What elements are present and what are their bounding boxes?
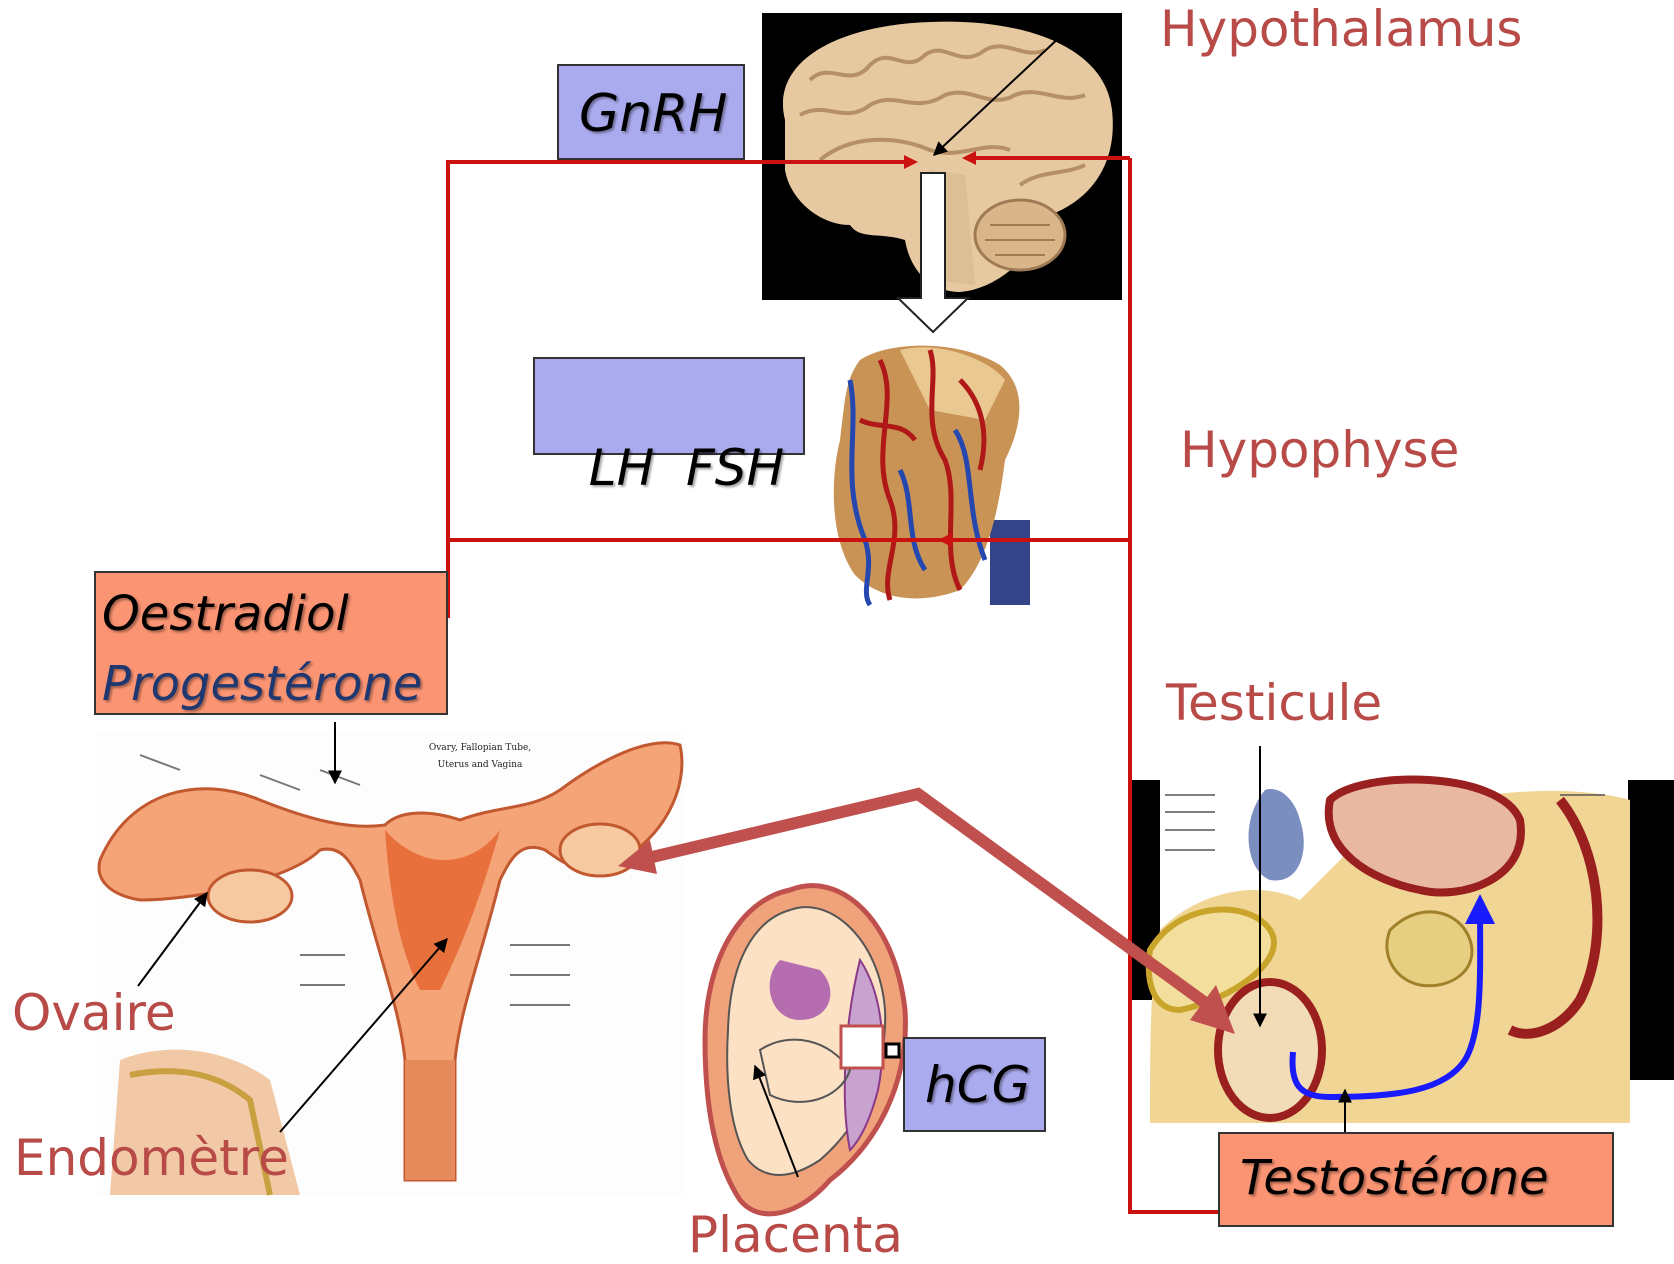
pituitary-gland-icon [834, 346, 1030, 605]
lh-fsh-label: LH FSH [589, 439, 784, 497]
label-hypothalamus: Hypothalamus [1160, 4, 1522, 54]
progesterone-label: Progestérone [102, 649, 446, 719]
hormone-box-hcg: hCG [903, 1037, 1046, 1132]
uterus-plate-title-1: Ovary, Fallopian Tube, [429, 743, 531, 753]
uterus-ovaries-icon: Ovary, Fallopian Tube, Uterus and Vagina [95, 733, 685, 1195]
hormone-box-testosterone: Testostérone [1218, 1132, 1614, 1227]
oestradiol-label: Oestradiol [102, 579, 446, 649]
hcg-label: hCG [925, 1056, 1030, 1114]
label-placenta: Placenta [688, 1210, 903, 1260]
pregnant-uterus-fetus-icon [705, 886, 905, 1214]
label-endometre: Endomètre [14, 1133, 289, 1183]
label-hypophyse: Hypophyse [1180, 425, 1459, 475]
gnrh-label: GnRH [579, 84, 727, 144]
hormone-box-lh-fsh: LH FSH [533, 357, 805, 455]
label-ovaire: Ovaire [12, 988, 176, 1038]
uterus-plate-title-2: Uterus and Vagina [438, 760, 523, 770]
placenta-inset-box [841, 1026, 883, 1068]
male-pelvis-sagittal-icon [1130, 780, 1674, 1123]
testosterone-label: Testostérone [1240, 1150, 1549, 1206]
hormone-box-gnrh: GnRH [557, 64, 745, 160]
hormone-box-ovarian: Oestradiol Progestérone [94, 571, 448, 715]
label-testicule: Testicule [1166, 678, 1382, 728]
